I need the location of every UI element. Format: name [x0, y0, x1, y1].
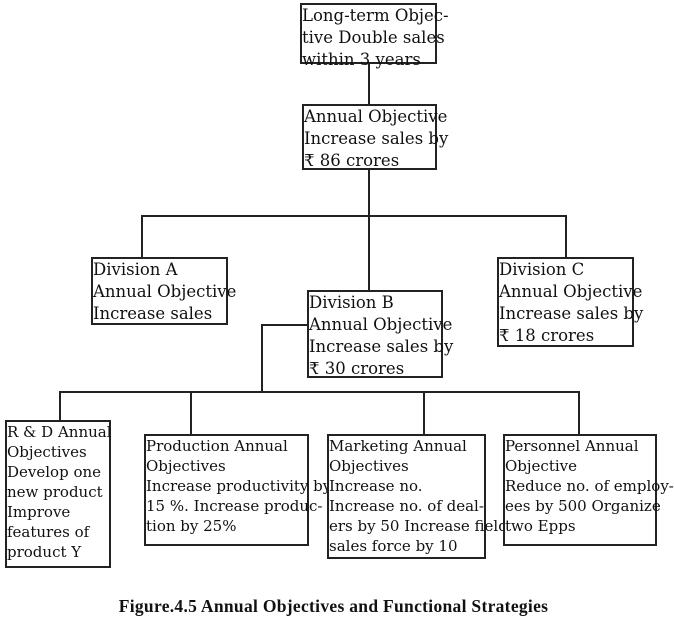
- marketing-objectives-line: Increase no.: [329, 477, 423, 495]
- rd-objectives-line: product Y: [7, 543, 82, 561]
- personnel-objectives-line: Reduce no. of employ-: [505, 477, 674, 495]
- marketing-objectives-line: ers by 50 Increase field: [329, 517, 508, 535]
- long-term-objective-box: Long-term Objec- tive Double sales withi…: [300, 3, 449, 69]
- division-a-box: Division A Annual Objective Increase sal…: [91, 257, 237, 325]
- production-objectives-line: Objectives: [146, 457, 226, 475]
- production-objectives-line: tion by 25%: [146, 517, 237, 535]
- division-c-box: Division C Annual Objective Increase sal…: [497, 257, 644, 347]
- division-b-line: ₹ 30 crores: [309, 359, 405, 378]
- long-term-objective-line: within 3 years: [302, 50, 421, 69]
- marketing-objectives-line: Marketing Annual: [329, 437, 467, 455]
- personnel-objectives-box: Personnel Annual Objective Reduce no. of…: [503, 434, 674, 546]
- marketing-objectives-line: Increase no. of deal-: [329, 497, 484, 515]
- division-b-line: Annual Objective: [309, 315, 453, 334]
- production-objectives-box: Production Annual Objectives Increase pr…: [144, 434, 332, 546]
- division-c-line: Increase sales by: [499, 304, 644, 323]
- personnel-objectives-line: ees by 500 Organize: [505, 497, 661, 515]
- division-b-line: Increase sales by: [309, 337, 454, 356]
- annual-objective-line: ₹ 86 crores: [304, 151, 400, 170]
- marketing-objectives-line: sales force by 10: [329, 537, 458, 555]
- rd-objectives-line: new product: [7, 483, 103, 501]
- long-term-objective-line: tive Double sales: [302, 28, 445, 47]
- personnel-objectives-line: Objective: [505, 457, 578, 475]
- long-term-objective-line: Long-term Objec-: [302, 6, 449, 25]
- rd-objectives-line: R & D Annual: [7, 423, 112, 441]
- annual-objective-box: Annual Objective Increase sales by ₹ 86 …: [302, 104, 449, 170]
- rd-objectives-line: features of: [7, 523, 90, 541]
- annual-objective-line: Increase sales by: [304, 129, 449, 148]
- division-b-box: Division B Annual Objective Increase sal…: [307, 290, 454, 378]
- production-objectives-line: Increase productivity by: [146, 477, 332, 495]
- division-b-line: Division B: [309, 293, 394, 312]
- division-a-line: Division A: [93, 260, 178, 279]
- annual-objective-line: Annual Objective: [304, 107, 448, 126]
- figure-caption: Figure.4.5 Annual Objectives and Functio…: [118, 596, 549, 616]
- personnel-objectives-line: Personnel Annual: [505, 437, 639, 455]
- division-c-line: Annual Objective: [499, 282, 643, 301]
- division-c-line: ₹ 18 crores: [499, 326, 595, 345]
- division-a-line: Increase sales: [93, 304, 213, 323]
- rd-objectives-line: Objectives: [7, 443, 87, 461]
- production-objectives-line: 15 %. Increase produc-: [146, 497, 323, 515]
- production-objectives-line: Production Annual: [146, 437, 288, 455]
- marketing-objectives-box: Marketing Annual Objectives Increase no.…: [327, 434, 508, 559]
- division-c-line: Division C: [499, 260, 585, 279]
- rd-objectives-line: Improve: [7, 503, 71, 521]
- division-a-line: Annual Objective: [93, 282, 237, 301]
- personnel-objectives-line: two Epps: [505, 517, 576, 535]
- rd-objectives-box: R & D Annual Objectives Develop one new …: [5, 420, 112, 568]
- marketing-objectives-line: Objectives: [329, 457, 409, 475]
- rd-objectives-line: Develop one: [7, 463, 102, 481]
